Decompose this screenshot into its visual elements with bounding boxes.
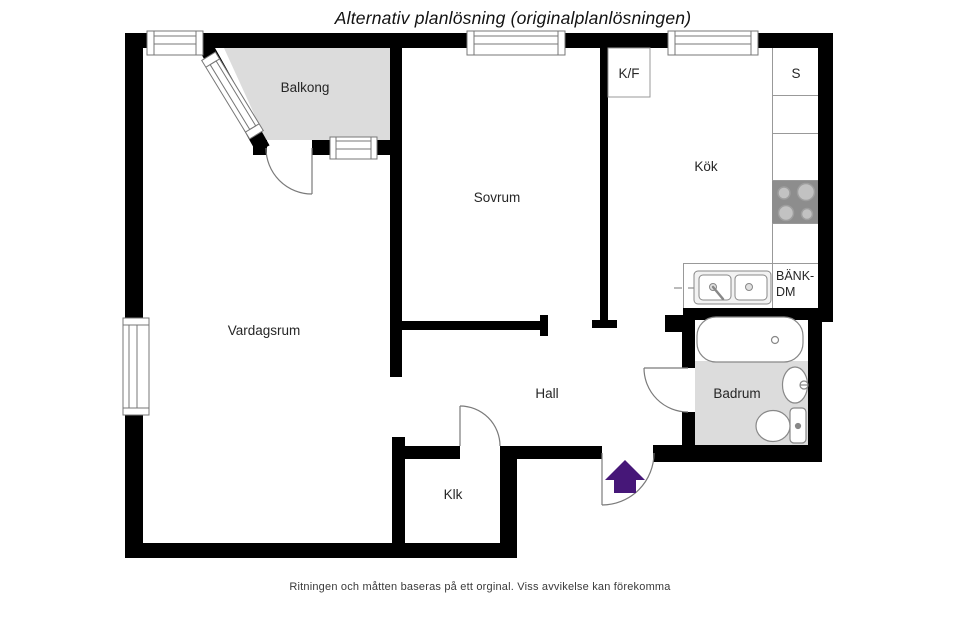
window-living-room: [122, 317, 150, 416]
window-pane: [473, 35, 559, 45]
window-pane: [153, 35, 197, 45]
window-top-left: [146, 30, 204, 56]
burner: [777, 186, 791, 200]
burner: [796, 182, 816, 202]
door-swing-arc: [643, 367, 689, 413]
kitchen-fixtures: [607, 47, 818, 308]
entrance-door: [601, 452, 655, 506]
kitchen-sink: [693, 270, 772, 305]
wall-kitchen-bedroom: [600, 48, 608, 320]
fridge-freezer-box: [607, 47, 651, 98]
wall-bedroom-hall-cap: [540, 315, 548, 336]
wall-kitchen-cap: [592, 320, 617, 328]
window-pane: [335, 140, 372, 150]
plan-title: Alternativ planlösning (originalplanlösn…: [334, 8, 692, 28]
wall-bathroom-left-upper: [682, 320, 695, 368]
wall-right-upper: [818, 33, 833, 312]
wall-bottom-left: [125, 543, 517, 558]
window-pane: [674, 35, 752, 45]
window-balcony-bottom: [329, 136, 378, 160]
disclaimer-text: Ritningen och måtten baseras på ett orgi…: [289, 581, 671, 593]
fixture-label-fridge-freezer: K/F: [618, 66, 639, 81]
toilet-bowl: [755, 409, 791, 443]
bathroom-fixtures: [696, 316, 809, 444]
door-swing-arc: [601, 452, 655, 506]
balcony-floor: [224, 48, 390, 140]
burner: [800, 207, 814, 221]
stove-burners: [777, 182, 816, 222]
wall-closet-left: [392, 437, 405, 558]
fixture-label-bank-dm-line2: DM: [776, 285, 795, 299]
wall-balcony-bottom-c: [377, 140, 402, 155]
entrance-arrow-icon: [605, 460, 645, 493]
room-labels: Balkong Sovrum Kök K/F S BÄNK- DM Vardag…: [228, 66, 814, 502]
sink-mixer: [711, 285, 725, 301]
fixture-label-bank-dm-line1: BÄNK-: [776, 269, 814, 283]
bathtub: [696, 316, 804, 363]
room-label-kitchen: Kök: [694, 159, 718, 174]
bathroom-door: [643, 367, 689, 413]
room-label-bathroom: Badrum: [713, 386, 760, 401]
balcony-door: [265, 147, 313, 195]
door-swing-arc: [459, 405, 501, 447]
window-kitchen: [667, 30, 759, 56]
window-post: [245, 123, 260, 133]
wall-left: [125, 33, 143, 558]
window-bedroom: [466, 30, 566, 56]
room-label-living-room: Vardagsrum: [228, 323, 301, 338]
wall-hall-bottom: [517, 446, 602, 459]
room-label-balcony: Balkong: [281, 80, 330, 95]
wall-closet-top: [405, 446, 460, 459]
closet-door: [459, 405, 501, 447]
doors: [265, 147, 689, 506]
room-label-closet: Klk: [444, 487, 463, 502]
wall-bathroom-left-lower: [682, 412, 695, 453]
sink-drain: [745, 283, 753, 291]
bathtub-drain: [770, 335, 780, 345]
burner: [777, 204, 795, 222]
room-label-bedroom: Sovrum: [474, 190, 521, 205]
wall-bottom-right: [653, 445, 822, 462]
wall-balcony-bottom-b: [312, 140, 332, 155]
wall-closet-right: [500, 446, 517, 558]
room-label-hall: Hall: [535, 386, 558, 401]
door-swing-arc: [265, 147, 313, 195]
windows: [122, 30, 759, 416]
fixture-label-pantry: S: [791, 66, 800, 81]
toilet-button: [794, 422, 802, 430]
window-post: [205, 58, 220, 68]
window-balcony-diagonal: [201, 51, 264, 140]
window-pane: [128, 324, 138, 409]
wall-living-bedroom: [390, 48, 402, 377]
wall-right-lower: [808, 312, 822, 462]
wall-bedroom-hall: [402, 321, 548, 330]
